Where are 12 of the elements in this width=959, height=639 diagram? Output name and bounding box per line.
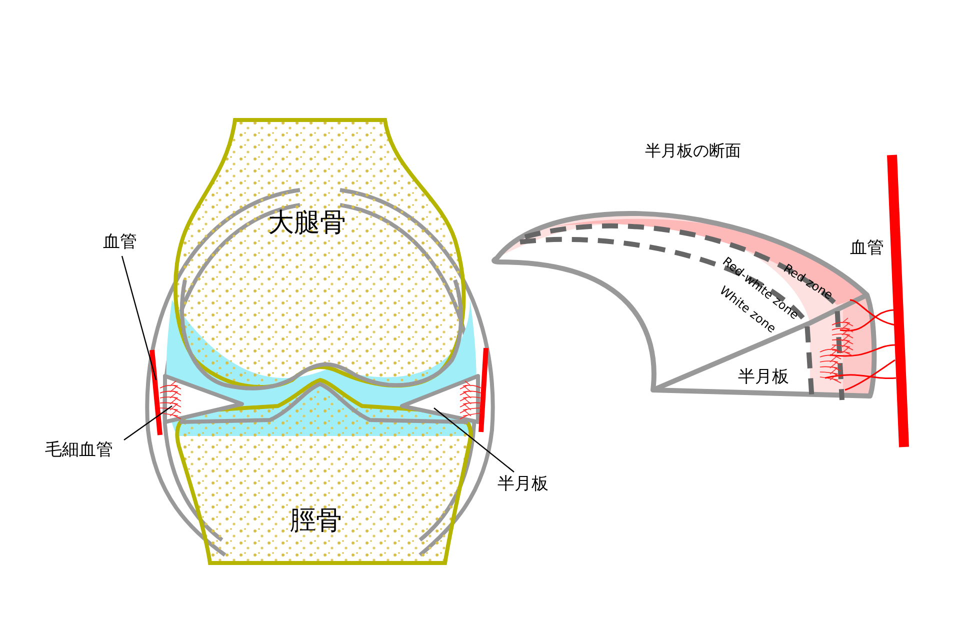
part-label: 血管 — [850, 240, 884, 257]
part-label: 半月板 — [498, 473, 548, 496]
section-title: 半月板の断面 — [645, 143, 741, 159]
bone-label: 脛骨 — [290, 508, 342, 534]
zone-label: Red zone — [782, 262, 835, 302]
bone-label: 大腿骨 — [268, 210, 346, 236]
leader-line — [124, 406, 172, 440]
leader-line — [434, 408, 514, 472]
leader-line — [121, 256, 157, 380]
part-label: 血管 — [103, 231, 137, 254]
part-label: 毛細血管 — [45, 439, 113, 462]
part-label: 半月板 — [738, 369, 789, 386]
